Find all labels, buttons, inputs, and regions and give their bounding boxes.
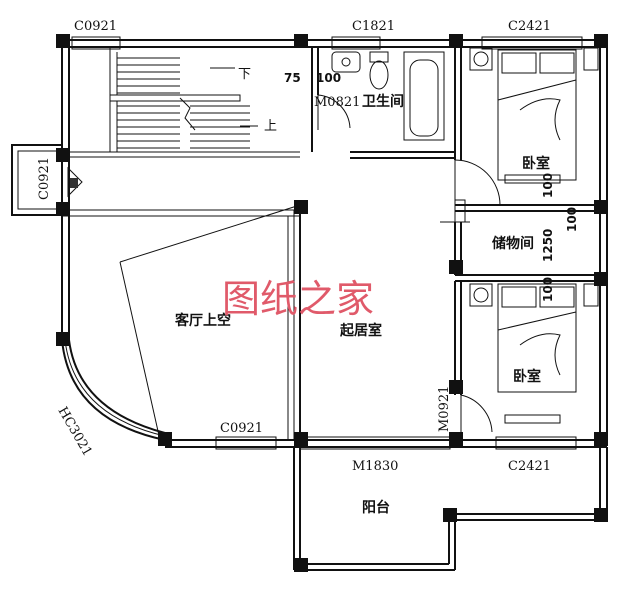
bed-1 [469, 47, 599, 181]
bay-window [61, 339, 166, 441]
stair-down-label: 下 [238, 67, 251, 82]
structural-columns [56, 34, 608, 572]
window-label-living: C0921 [220, 421, 263, 436]
room-label-balcony: 阳台 [362, 499, 390, 516]
room-label-living-void: 客厅上空 [174, 312, 231, 329]
door-label-bath: M0821 [314, 95, 360, 110]
window-label-top-left: C0921 [74, 19, 117, 34]
dimension-100-d: 100 [541, 277, 555, 302]
room-label-bathroom: 卫生间 [362, 93, 404, 110]
doors [440, 159, 501, 440]
window-label-bedroom1: C2421 [508, 19, 551, 34]
interior-walls [311, 47, 600, 395]
watermark-text: 图纸之家 [222, 277, 374, 321]
door-label-bedroom2: M0921 [437, 386, 452, 432]
room-label-bedroom2: 卧室 [513, 368, 541, 385]
window-label-side: C0921 [37, 157, 52, 200]
window-label-bath: C1821 [352, 19, 395, 34]
side-bay [11, 144, 83, 216]
dimension-75: 75 [284, 71, 301, 85]
bathroom-fixtures [317, 51, 445, 141]
bed-2 [469, 174, 599, 424]
living-void-area [62, 204, 301, 441]
balcony-outline [293, 447, 608, 571]
dimension-100-b: 100 [541, 173, 555, 198]
dimension-100: 100 [316, 71, 341, 85]
bottom-walls [165, 439, 607, 448]
window-label-bedroom2: C2421 [508, 459, 551, 474]
staircase [109, 47, 258, 152]
stair-up-label: 上 [264, 119, 277, 134]
dimension-100-c: 100 [565, 207, 579, 232]
door-label-balcony: M1830 [352, 459, 398, 474]
room-label-bedroom1: 卧室 [522, 155, 550, 172]
window-label-bay: HC3021 [55, 405, 95, 460]
room-label-family-room: 起居室 [339, 322, 382, 339]
room-label-storage: 储物间 [491, 235, 534, 252]
dimension-1250: 1250 [541, 229, 555, 262]
